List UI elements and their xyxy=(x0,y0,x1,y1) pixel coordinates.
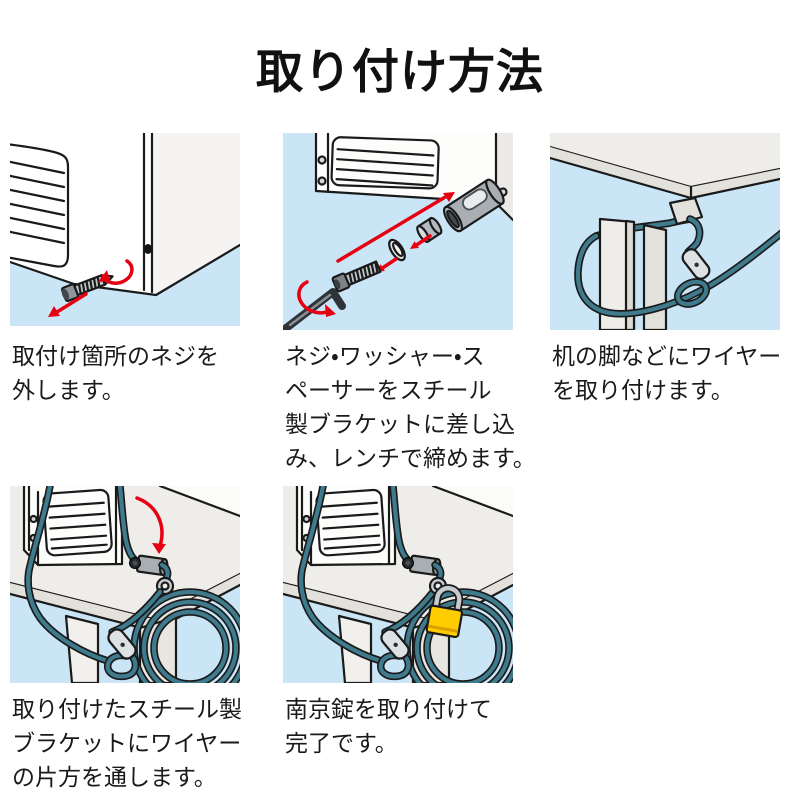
step-3: 机の脚などにワイヤー を取り付けます。 xyxy=(550,133,781,407)
padlock-shackle xyxy=(431,584,464,613)
wire-connector xyxy=(380,628,410,660)
pull-out-arrow xyxy=(48,292,88,317)
step-1-caption: 取付け箇所のネジを 外します。 xyxy=(12,343,219,403)
thread-direction-arrow xyxy=(135,496,166,554)
case-screw xyxy=(29,514,38,524)
wire-end-loop xyxy=(674,278,710,308)
wire-connector xyxy=(107,628,137,660)
step-2-caption: ネジ・ワッシャー・ス ペーサーをスチール 製ブラケットに差し込 み、レンチで締め… xyxy=(285,343,536,471)
wire-end-loop xyxy=(103,651,140,681)
pass-wire-through-bracket-illustration xyxy=(10,486,240,683)
ring-terminal xyxy=(155,576,175,596)
washer xyxy=(388,238,406,262)
wire-from-top xyxy=(389,486,411,563)
page-title: 取り付け方法 xyxy=(256,45,544,98)
desk-top xyxy=(550,133,780,200)
step-4-caption: 取り付けたスチール製 ブラケットにワイヤー の片方を通します。 xyxy=(12,696,242,790)
cap-screw xyxy=(331,260,382,293)
wire-from-left xyxy=(297,486,385,665)
vent-grille xyxy=(330,136,440,190)
vent-grille xyxy=(42,488,113,557)
wire-connector xyxy=(681,248,711,280)
wire-coil xyxy=(130,588,240,683)
step-2: ネジ・ワッシャー・ス ペーサーをスチール 製ブラケットに差し込 み、レンチで締め… xyxy=(283,133,536,475)
wire-end-loop xyxy=(376,651,413,681)
step-5-caption: 南京錠を取り付けて 完了です。 xyxy=(285,696,492,756)
insert-direction-arrow xyxy=(336,192,455,263)
attach-wire-to-desk-leg-illustration xyxy=(550,133,780,330)
vent-grille xyxy=(315,488,386,557)
attach-padlock-illustration xyxy=(283,486,513,683)
wire-from-top xyxy=(116,486,138,563)
vent-grille xyxy=(10,143,70,268)
steel-bracket xyxy=(442,178,505,233)
screw-hole xyxy=(144,244,152,254)
device-corner xyxy=(10,133,240,297)
rotation-arrow xyxy=(98,259,134,285)
padlock-body xyxy=(425,604,464,639)
tighten-rotation-arrow xyxy=(297,280,336,317)
step-4: 取り付けたスチール製 ブラケットにワイヤー の片方を通します。 xyxy=(10,486,242,794)
padlock xyxy=(425,584,464,639)
case-screw xyxy=(302,514,311,524)
insert-parts-into-bracket-illustration xyxy=(283,133,513,330)
remove-screw-illustration xyxy=(10,133,240,330)
screw xyxy=(60,274,114,303)
wire-from-left xyxy=(24,486,112,665)
step-5: 南京錠を取り付けて 完了です。 xyxy=(283,486,513,760)
step-1: 取付け箇所のネジを 外します。 xyxy=(10,133,240,407)
step-3-caption: 机の脚などにワイヤー を取り付けます。 xyxy=(552,343,782,403)
